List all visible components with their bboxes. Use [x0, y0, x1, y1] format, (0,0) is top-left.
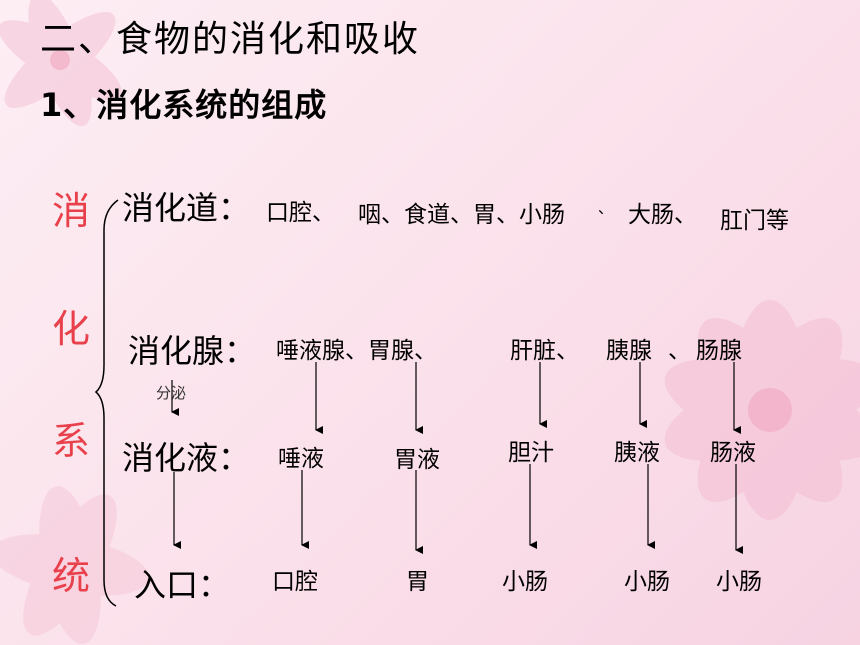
- system-char-4: 统: [52, 554, 91, 598]
- system-char-3: 系: [52, 419, 91, 463]
- glands-item-2: 肝脏、: [510, 338, 579, 364]
- juice-item-4: 胰液: [614, 440, 660, 466]
- section-subtitle: 1、消化系统的组成: [40, 86, 328, 124]
- system-char-2: 化: [52, 307, 91, 351]
- tract-label: 消化道：: [122, 189, 251, 227]
- juice-item-3: 胆汁: [508, 440, 554, 466]
- entry-item-5: 小肠: [716, 569, 762, 595]
- tract-item-3: 、: [598, 199, 614, 217]
- tract-item-1: 口腔、: [266, 200, 335, 226]
- juice-item-5: 肠液: [710, 440, 756, 466]
- entry-item-3: 小肠: [502, 569, 548, 595]
- glands-item-3: 胰腺: [606, 338, 652, 364]
- glands-label: 消化腺：: [128, 332, 257, 370]
- entry-item-2: 胃: [406, 569, 429, 595]
- juices-label: 消化液：: [122, 439, 251, 477]
- glands-item-1: 唾液腺、胃腺、: [276, 338, 437, 364]
- entry-item-1: 口腔: [272, 569, 318, 595]
- juice-item-2: 胃液: [394, 447, 440, 473]
- left-brace: [94, 199, 119, 607]
- glands-item-4: 、: [668, 338, 691, 364]
- glands-item-5: 肠腺: [696, 338, 742, 364]
- entry-item-4: 小肠: [624, 569, 670, 595]
- page-title: 二、食物的消化和吸收: [40, 19, 421, 60]
- tract-item-2: 咽、食道、胃、小肠: [358, 202, 565, 228]
- entry-label: 入口：: [134, 566, 231, 604]
- tract-item-5: 肛门等: [720, 208, 789, 234]
- juice-item-1: 唾液: [278, 446, 324, 472]
- tract-item-4: 大肠、: [628, 202, 697, 228]
- system-char-1: 消: [52, 189, 91, 233]
- secretes-note: 分泌: [156, 384, 187, 402]
